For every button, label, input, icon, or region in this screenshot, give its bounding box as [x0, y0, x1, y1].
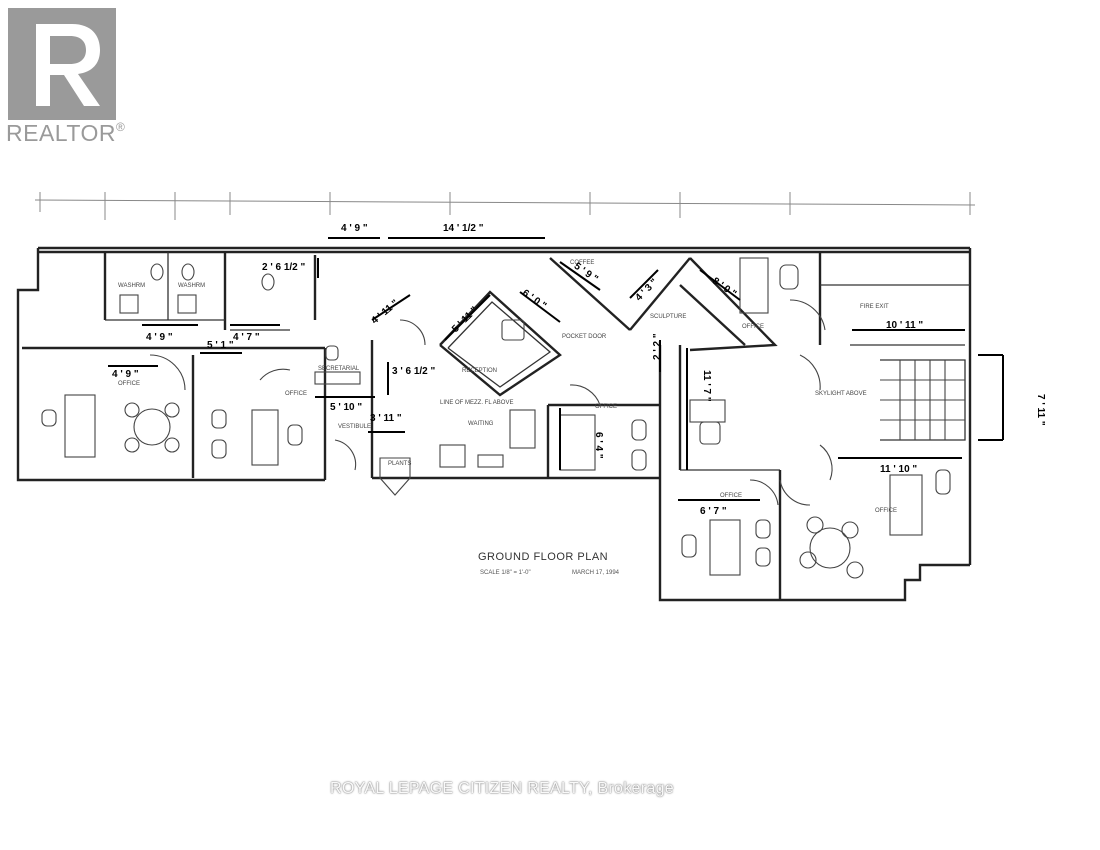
dim-label-d12: 5 ' 1 " [207, 340, 234, 351]
dim-label-d6: 8 ' 0 " [710, 276, 738, 300]
dim-label-d14: 3 ' 6 1/2 " [392, 366, 436, 377]
dim-label-d7: 4 ' 11 " [370, 298, 401, 327]
registered-mark: ® [116, 120, 126, 134]
room-label-waiting: WAITING [468, 421, 494, 427]
plan-date: MARCH 17, 1994 [572, 570, 620, 576]
dim-line-d9 [519, 291, 561, 323]
door-swings [149, 299, 833, 506]
dim-label-d18: 11 ' 7 " [701, 370, 712, 402]
dim-label-d11: 4 ' 7 " [233, 332, 260, 343]
room-label-office-center: OFFICE [595, 404, 617, 410]
stairs [880, 359, 966, 441]
dim-line-d7 [371, 294, 411, 321]
room-label-mezz-line: LINE OF MEZZ. FL ABOVE [440, 400, 513, 406]
plan-title-block: GROUND FLOOR PLAN SCALE 1/8" = 1'-0" MAR… [478, 551, 620, 576]
furniture [41, 257, 951, 579]
dim-label-d22: 11 ' 10 " [880, 464, 917, 475]
dim-line-d5 [629, 269, 659, 299]
room-labels: OFFICE OFFICE OFFICE OFFICE OFFICE OFFIC… [118, 260, 897, 514]
dim-line-d8 [444, 294, 491, 341]
room-label-washroom-1: WASHRM [118, 283, 145, 289]
top-dimension-string [34, 192, 976, 220]
room-label-skylight: SKYLIGHT ABOVE [815, 391, 867, 397]
dim-label-d19: 6 ' 4 " [593, 432, 604, 459]
dim-label-d20: 10 ' 11 " [886, 320, 923, 331]
realtor-wordmark: REALTOR® [6, 120, 125, 147]
room-label-office-mid: OFFICE [285, 391, 307, 397]
dim-label-d16: 3 ' 11 " [370, 413, 402, 424]
room-label-washroom-2: WASHRM [178, 283, 205, 289]
interior-walls [370, 252, 970, 600]
room-label-planter: PLANTS [388, 461, 411, 467]
dim-label-d1: 4 ' 9 " [341, 223, 368, 234]
brokerage-watermark: ROYAL LEPAGE CITIZEN REALTY, Brokerage [330, 780, 674, 797]
room-label-sculpture: SCULPTURE [650, 314, 686, 320]
plan-title: GROUND FLOOR PLAN [478, 551, 608, 563]
room-label-pocket-door: POCKET DOOR [562, 334, 607, 340]
dim-label-d23: 6 ' 7 " [700, 506, 727, 517]
realtor-r-icon [8, 8, 116, 120]
room-label-office-bottom: OFFICE [720, 493, 742, 499]
realtor-wordmark-text: REALTOR [6, 120, 117, 146]
dim-label-d3: 2 ' 6 1/2 " [262, 262, 306, 273]
plan-scale: SCALE 1/8" = 1'-0" [480, 570, 531, 576]
realtor-logo [6, 6, 128, 146]
dim-label-d9: 6 ' 0 " [520, 288, 548, 312]
room-label-fire-exit: FIRE EXIT [860, 304, 889, 310]
dim-label-d10: 4 ' 9 " [146, 332, 173, 343]
dim-line-d6 [699, 269, 741, 301]
room-label-office-big: OFFICE [875, 508, 897, 514]
dim-line-d4 [559, 261, 601, 291]
dim-label-d21: 7 ' 11 " [1035, 394, 1046, 426]
room-label-vestibule: VESTIBULE [338, 424, 371, 430]
dimension-annotations: 4 ' 9 " 14 ' 1/2 " 2 ' 6 1/2 " 5 ' 9 " 4… [108, 223, 1046, 517]
room-label-office-left: OFFICE [118, 381, 140, 387]
dim-label-d17: 2 ' 2 " [652, 333, 663, 360]
room-label-office-right-top: OFFICE [742, 324, 764, 330]
dim-label-d13: 4 ' 9 " [112, 369, 139, 380]
room-label-coffee: COFFEE [570, 260, 594, 266]
dim-label-d15: 5 ' 10 " [330, 402, 362, 413]
room-label-reception: RECEPTION [462, 368, 497, 374]
room-label-secretarial: SECRETARIAL [318, 366, 360, 372]
dim-label-d2: 14 ' 1/2 " [443, 223, 484, 234]
outer-walls [16, 246, 972, 602]
